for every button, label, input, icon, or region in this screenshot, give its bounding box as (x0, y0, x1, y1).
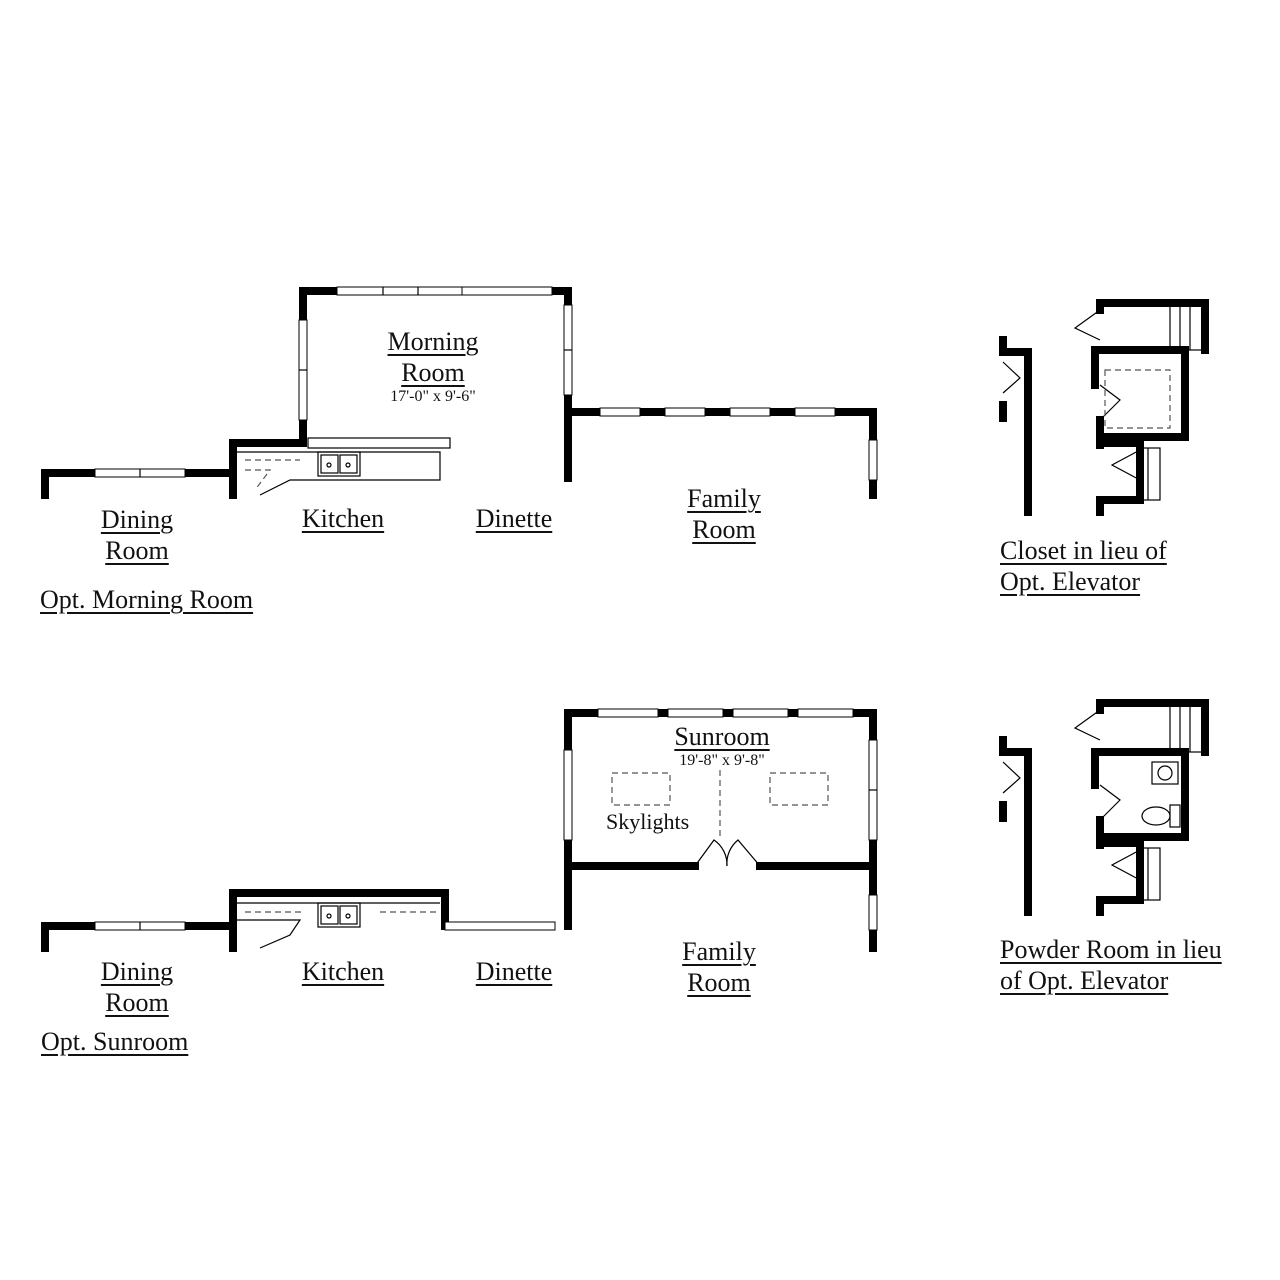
opt-morning-room-title: Opt. Morning Room (40, 584, 253, 615)
powder-room-line1: Powder Room in lieu (1000, 935, 1222, 964)
kitchen-label-2: Kitchen (302, 956, 384, 987)
dining-room-label-2: Dining Room (101, 956, 173, 1018)
french-door-icon (694, 839, 761, 867)
kitchen-label: Kitchen (302, 503, 384, 534)
dining-room-label: Dining Room (101, 504, 173, 566)
sunroom-plan (41, 708, 878, 952)
dining-room-line1: Dining (100, 957, 174, 986)
skylights-text: Skylights (606, 809, 690, 834)
morning-room-name-line2: Room (401, 358, 465, 387)
dining-room-line2: Room (105, 988, 169, 1017)
powder-room-detail-plan (999, 699, 1209, 916)
kitchen-counter (237, 437, 451, 496)
family-room-line1: Family (682, 937, 756, 966)
family-room-line2: Room (692, 515, 756, 544)
morning-room-name-line1: Morning (387, 327, 479, 356)
family-room-label: Family Room (687, 483, 761, 545)
morning-room-label: Morning Room 17'-0" x 9'-6" (388, 326, 479, 406)
family-room-line1: Family (687, 484, 761, 513)
opt-sunroom-title: Opt. Sunroom (41, 1026, 188, 1057)
dining-room-line1: Dining (100, 505, 174, 534)
powder-room-label: Powder Room in lieu of Opt. Elevator (1000, 934, 1222, 996)
closet-label: Closet in lieu of Opt. Elevator (1000, 535, 1167, 597)
dinette-label-2: Dinette (476, 956, 553, 987)
dinette-label: Dinette (476, 503, 553, 534)
family-room-label-2: Family Room (682, 936, 756, 998)
opt-sunroom-title-text: Opt. Sunroom (41, 1027, 189, 1056)
opt-morning-room-title-text: Opt. Morning Room (40, 585, 254, 614)
closet-detail-plan (999, 299, 1209, 516)
skylights-label: Skylights (606, 806, 689, 837)
stairs-icon (1139, 704, 1206, 901)
skylight-right (769, 772, 829, 806)
morning-room-plan (41, 286, 878, 499)
sink-icon (317, 451, 361, 477)
kitchen-text: Kitchen (301, 504, 385, 533)
family-room-line2: Room (687, 968, 751, 997)
windows (94, 708, 878, 931)
morning-room-dimensions: 17'-0" x 9'-6" (390, 388, 476, 405)
kitchen-text: Kitchen (301, 957, 385, 986)
dinette-text: Dinette (475, 504, 553, 533)
toilet-icon (1141, 804, 1181, 828)
sunroom-dimensions: 19'-8" x 9'-8" (679, 752, 765, 769)
sunroom-name: Sunroom (674, 722, 770, 751)
powder-room-line2: of Opt. Elevator (1000, 966, 1169, 995)
sink-icon (1151, 761, 1179, 785)
closet-line1: Closet in lieu of (1000, 536, 1167, 565)
windows (94, 286, 878, 481)
sink-icon (317, 902, 361, 928)
closet-line2: Opt. Elevator (1000, 567, 1141, 596)
skylight-left (611, 772, 671, 806)
dining-room-line2: Room (105, 536, 169, 565)
stairs-icon (1139, 304, 1206, 501)
dinette-text: Dinette (475, 957, 553, 986)
sunroom-label: Sunroom 19'-8" x 9'-8" (674, 721, 769, 770)
kitchen-counter (237, 902, 440, 949)
